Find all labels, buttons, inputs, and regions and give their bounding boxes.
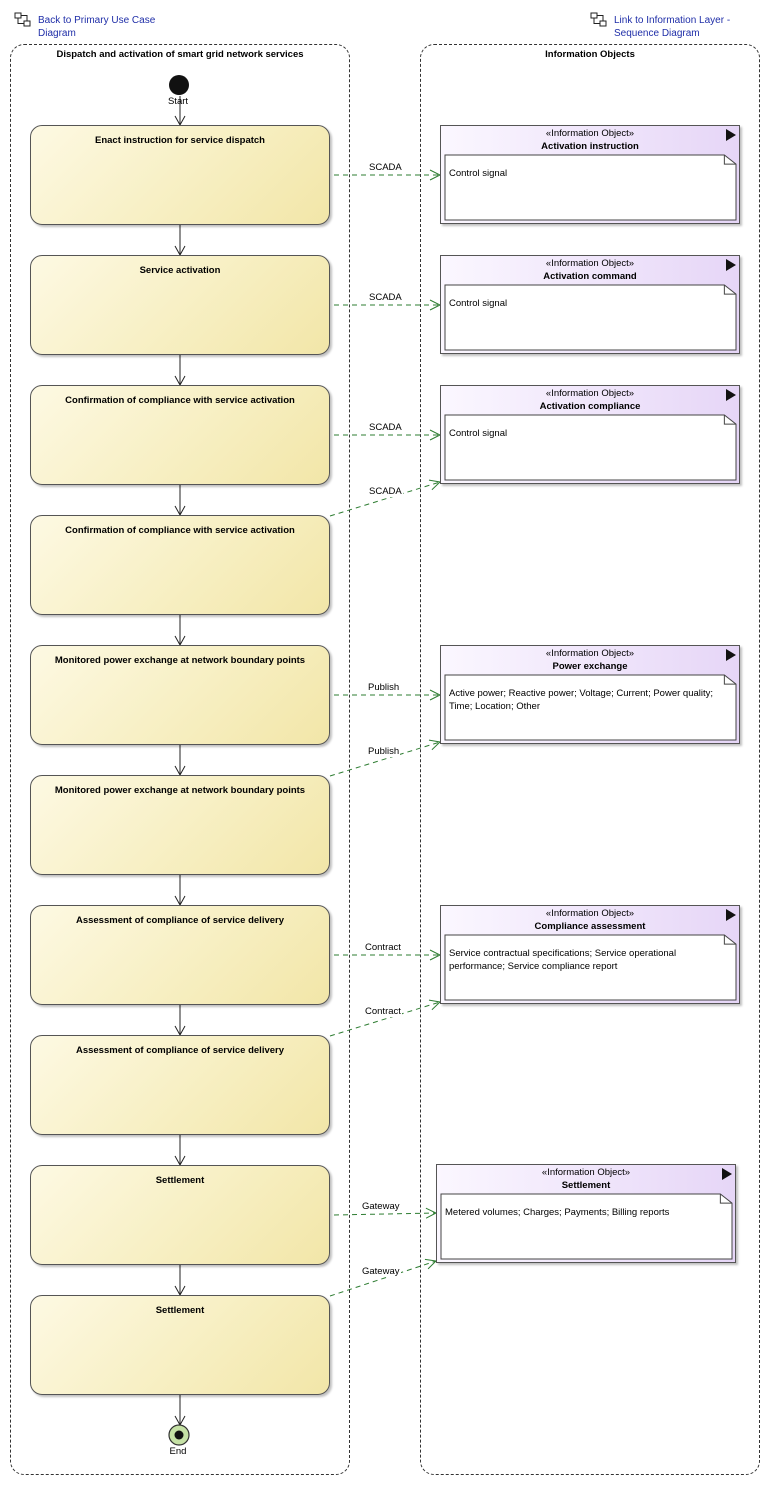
- end-node-inner: [174, 1430, 184, 1440]
- play-triangle-icon: [726, 129, 736, 141]
- action-label: Monitored power exchange at network boun…: [54, 655, 306, 666]
- info-object-stereotype: «Information Object»: [545, 258, 635, 269]
- action-confirmation-compliance-2[interactable]: Confirmation of compliance with service …: [30, 515, 330, 615]
- action-label: Assessment of compliance of service deli…: [75, 1045, 285, 1056]
- info-object-stereotype: «Information Object»: [545, 908, 635, 919]
- flow-label-scada: SCADA: [368, 486, 403, 497]
- note-text: Metered volumes; Charges; Payments; Bill…: [445, 1207, 670, 1218]
- info-object-stereotype: «Information Object»: [545, 128, 635, 139]
- info-object-stereotype: «Information Object»: [541, 1167, 631, 1178]
- note-shape: [441, 1194, 732, 1259]
- info-object-name: Settlement: [561, 1180, 611, 1191]
- start-label: Start: [167, 96, 189, 107]
- action-enact-instruction[interactable]: Enact instruction for service dispatch: [30, 125, 330, 225]
- info-object-settlement[interactable]: «Information Object» Settlement Metered …: [436, 1164, 736, 1263]
- info-object-activation-compliance[interactable]: «Information Object» Activation complian…: [440, 385, 740, 484]
- info-object-stereotype: «Information Object»: [545, 388, 635, 399]
- note-text: Control signal: [449, 298, 508, 309]
- action-confirmation-compliance-1[interactable]: Confirmation of compliance with service …: [30, 385, 330, 485]
- diagram-link-icon: [590, 12, 607, 27]
- note-shape: [445, 155, 736, 220]
- flow-label-publish: Publish: [367, 746, 401, 757]
- flow-label-gateway: Gateway: [361, 1201, 401, 1212]
- info-object-activation-instruction[interactable]: «Information Object» Activation instruct…: [440, 125, 740, 224]
- information-layer-link[interactable]: Link to Information Layer - Sequence Dia…: [590, 12, 754, 40]
- start-node[interactable]: [169, 75, 189, 95]
- info-object-name: Activation compliance: [539, 401, 641, 412]
- information-objects-partition: Information Objects: [420, 44, 760, 1475]
- info-object-note: Control signal: [445, 285, 736, 350]
- note-shape: [445, 935, 736, 1000]
- action-service-activation[interactable]: Service activation: [30, 255, 330, 355]
- play-triangle-icon: [726, 649, 736, 661]
- action-label: Assessment of compliance of service deli…: [75, 915, 285, 926]
- note-shape: [445, 415, 736, 480]
- flow-label-scada: SCADA: [368, 422, 403, 433]
- play-triangle-icon: [726, 259, 736, 271]
- info-object-name: Compliance assessment: [534, 921, 646, 932]
- info-object-power-exchange[interactable]: «Information Object» Power exchange Acti…: [440, 645, 740, 744]
- partition-title: Information Objects: [545, 49, 635, 60]
- flow-label-contract: Contract: [364, 942, 402, 953]
- action-label: Settlement: [155, 1175, 205, 1186]
- info-object-note: Service contractual specifications; Serv…: [445, 935, 736, 1000]
- info-object-compliance-assessment[interactable]: «Information Object» Compliance assessme…: [440, 905, 740, 1004]
- end-label: End: [169, 1446, 187, 1457]
- info-object-name: Activation command: [543, 271, 637, 282]
- info-object-note: Active power; Reactive power; Voltage; C…: [445, 675, 736, 740]
- info-object-stereotype: «Information Object»: [545, 648, 635, 659]
- action-settlement-2[interactable]: Settlement: [30, 1295, 330, 1395]
- action-label: Settlement: [155, 1305, 205, 1316]
- info-object-name: Power exchange: [552, 661, 628, 672]
- action-assessment-compliance-1[interactable]: Assessment of compliance of service deli…: [30, 905, 330, 1005]
- information-flow: [329, 1258, 438, 1297]
- action-label: Service activation: [139, 265, 221, 276]
- dispatch-activation-partition: Dispatch and activation of smart grid ne…: [10, 44, 350, 1475]
- info-object-note: Control signal: [445, 155, 736, 220]
- note-text: Control signal: [449, 428, 508, 439]
- flow-label-contract: Contract: [364, 1006, 402, 1017]
- note-shape: [445, 675, 736, 740]
- info-object-note: Control signal: [445, 415, 736, 480]
- partition-title: Dispatch and activation of smart grid ne…: [56, 49, 304, 60]
- action-assessment-compliance-2[interactable]: Assessment of compliance of service deli…: [30, 1035, 330, 1135]
- back-to-primary-use-case-link[interactable]: Back to Primary Use Case Diagram: [14, 12, 168, 40]
- note-text: Active power; Reactive power; Voltage; C…: [449, 688, 714, 712]
- information-flow: [329, 739, 442, 777]
- play-triangle-icon: [726, 389, 736, 401]
- action-label: Confirmation of compliance with service …: [65, 525, 295, 536]
- play-triangle-icon: [726, 909, 736, 921]
- action-label: Monitored power exchange at network boun…: [54, 785, 306, 796]
- info-object-note: Metered volumes; Charges; Payments; Bill…: [441, 1194, 732, 1259]
- diagram-link-icon: [14, 12, 31, 27]
- action-label: Confirmation of compliance with service …: [65, 395, 295, 406]
- flow-label-publish: Publish: [367, 682, 401, 693]
- information-flow: [333, 1207, 438, 1219]
- info-object-name: Activation instruction: [541, 141, 639, 152]
- information-layer-link-text: Link to Information Layer - Sequence Dia…: [614, 15, 731, 39]
- action-settlement-1[interactable]: Settlement: [30, 1165, 330, 1265]
- back-link-text: Back to Primary Use Case Diagram: [38, 15, 156, 39]
- note-shape: [445, 285, 736, 350]
- flow-label-scada: SCADA: [368, 162, 403, 173]
- play-triangle-icon: [722, 1168, 732, 1180]
- info-object-activation-command[interactable]: «Information Object» Activation command …: [440, 255, 740, 354]
- flow-label-scada: SCADA: [368, 292, 403, 303]
- flow-label-gateway: Gateway: [361, 1266, 401, 1277]
- action-label: Enact instruction for service dispatch: [95, 135, 265, 146]
- action-monitored-power-exchange-2[interactable]: Monitored power exchange at network boun…: [30, 775, 330, 875]
- information-flow: [329, 999, 442, 1037]
- note-text: Service contractual specifications; Serv…: [449, 948, 677, 972]
- note-text: Control signal: [449, 168, 508, 179]
- action-monitored-power-exchange-1[interactable]: Monitored power exchange at network boun…: [30, 645, 330, 745]
- information-flow: [329, 479, 442, 517]
